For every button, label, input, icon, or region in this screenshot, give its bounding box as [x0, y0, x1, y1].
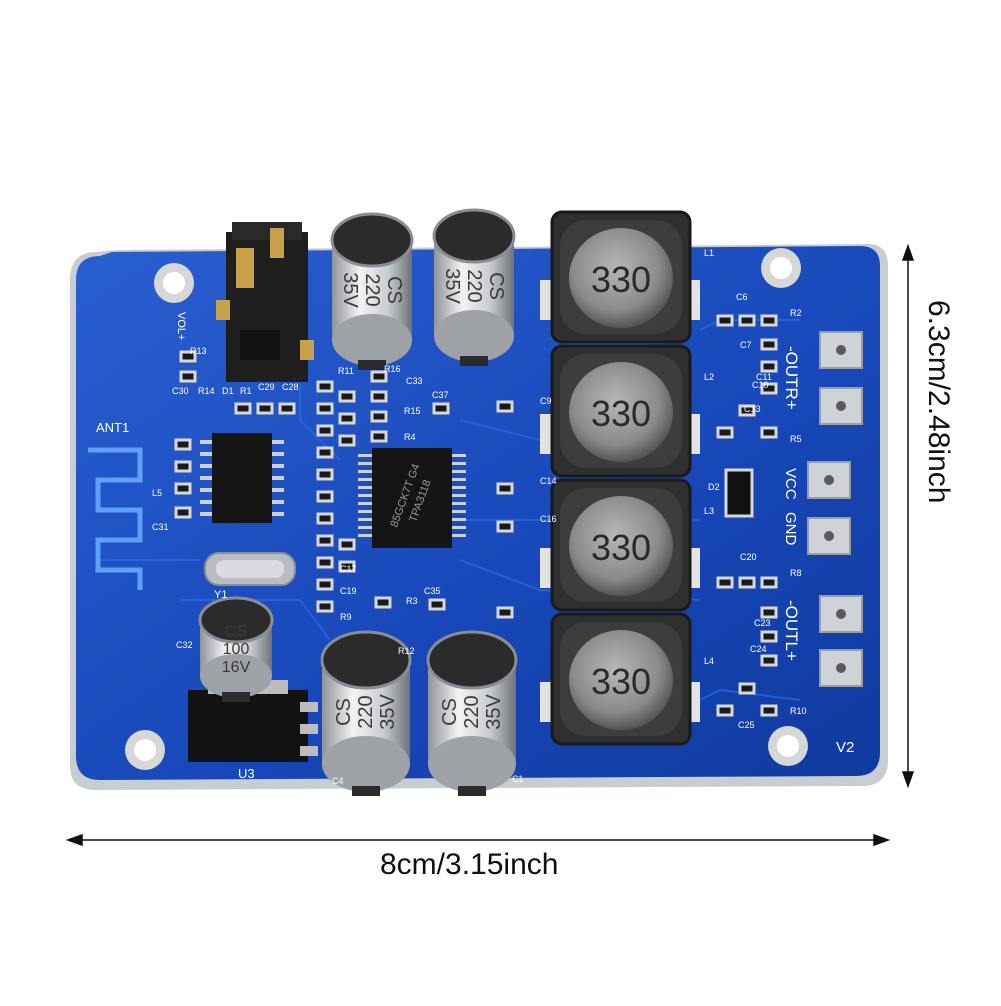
inductor-marking: 330 — [591, 661, 651, 702]
reference-label: C17 — [340, 564, 357, 574]
capacitor-marking: 220 — [463, 269, 485, 302]
capacitor-marking: 100 — [223, 641, 250, 658]
version-label: V2 — [836, 739, 854, 756]
reference-label: R4 — [404, 432, 416, 442]
reference-label: C1 — [512, 774, 524, 784]
reference-label: C14 — [540, 476, 557, 486]
reference-label: C10 — [752, 380, 769, 390]
output-terminals — [807, 331, 863, 687]
vcc-label: VCC — [782, 468, 799, 500]
capacitor-marking: CS — [383, 276, 405, 304]
outr-label: -OUTR+ — [782, 346, 801, 410]
reference-label: C31 — [152, 522, 169, 532]
reference-label: C9 — [540, 396, 552, 406]
reference-label: L3 — [704, 506, 714, 516]
pcb-antenna — [88, 447, 143, 590]
reference-label: C29 — [258, 382, 275, 392]
reference-label: R3 — [406, 596, 418, 606]
reference-label: R13 — [190, 346, 207, 356]
reference-label: D2 — [708, 482, 720, 492]
reference-label: C23 — [754, 618, 771, 628]
reference-label: C35 — [424, 586, 441, 596]
capacitor-marking: 16V — [222, 659, 251, 676]
reference-label: C20 — [740, 552, 757, 562]
inductor: 330 — [540, 612, 700, 746]
silkscreen: ANT1 V2 U3 Y1 VOL+ -OUTR+ VCC GND -OUTL+… — [96, 248, 854, 786]
crystal — [204, 552, 296, 586]
capacitor-marking: 35V — [377, 694, 399, 730]
reference-label: C24 — [750, 644, 767, 654]
height-dimension-label: 6.3cm/2.48inch — [922, 300, 955, 504]
inductor-marking: 330 — [591, 393, 651, 434]
capacitor-marking: CS — [439, 698, 461, 726]
inductor-marking: 330 — [591, 259, 651, 300]
reference-label: C33 — [406, 376, 423, 386]
reference-label: C25 — [738, 720, 755, 730]
diode-d2 — [724, 468, 754, 518]
capacitor-marking: 35V — [441, 268, 463, 304]
reference-label: R8 — [790, 568, 802, 578]
reference-label: C19 — [340, 586, 357, 596]
audio-jack — [216, 222, 314, 382]
bluetooth-chip — [200, 433, 284, 523]
reference-label: L2 — [704, 372, 714, 382]
reference-label: C13 — [744, 404, 761, 414]
amp-chip: 85GCK7T G4 TPA3118 — [358, 448, 466, 548]
capacitor-marking: CS — [333, 698, 355, 726]
reference-label: C30 — [172, 386, 189, 396]
capacitor-marking: 220 — [355, 695, 377, 728]
crystal-label: Y1 — [214, 589, 227, 601]
mounting-holes — [125, 248, 808, 770]
reference-label: R5 — [790, 434, 802, 444]
reference-label: R10 — [790, 706, 807, 716]
outl-label: -OUTL+ — [782, 600, 801, 661]
reference-label: L5 — [152, 488, 162, 498]
reference-label: L4 — [704, 656, 714, 666]
capacitor-marking: CS — [485, 272, 507, 300]
reference-label: R2 — [790, 308, 802, 318]
reference-label: C6 — [736, 292, 748, 302]
inductor: 330 — [540, 210, 700, 344]
reference-label: R1 — [240, 386, 252, 396]
reference-label: R15 — [404, 406, 421, 416]
reference-label: C7 — [740, 340, 752, 350]
reference-label: C37 — [432, 390, 449, 400]
inductor: 330 — [540, 344, 700, 478]
inductor-group: 330 330 330 330 — [540, 210, 700, 746]
capacitor-marking: 35V — [483, 694, 505, 730]
reference-label: C4 — [332, 776, 344, 786]
reference-label: C28 — [282, 382, 299, 392]
inductor-marking: 330 — [591, 527, 651, 568]
reference-label: R14 — [198, 386, 215, 396]
capacitor-marking: 220 — [461, 695, 483, 728]
capacitor-marking: 220 — [361, 273, 383, 306]
reference-label: C32 — [176, 640, 193, 650]
vol-label: VOL+ — [175, 312, 187, 340]
reference-label: R16 — [384, 364, 401, 374]
gnd-label: GND — [782, 512, 799, 546]
reference-label: L1 — [704, 248, 714, 258]
regulator-label: U3 — [238, 766, 255, 781]
capacitor-marking: 35V — [339, 272, 361, 308]
antenna-label: ANT1 — [96, 420, 129, 435]
width-dimension-label: 8cm/3.15inch — [380, 848, 559, 881]
inductor: 330 — [540, 478, 700, 612]
reference-label: R11 — [338, 366, 354, 376]
reference-label: D1 — [222, 386, 234, 396]
reference-label: C16 — [540, 514, 557, 524]
reference-label: C11 — [756, 372, 772, 382]
reference-label: R12 — [398, 646, 415, 656]
capacitor-marking: CS — [225, 623, 247, 640]
reference-label: R9 — [340, 612, 352, 622]
